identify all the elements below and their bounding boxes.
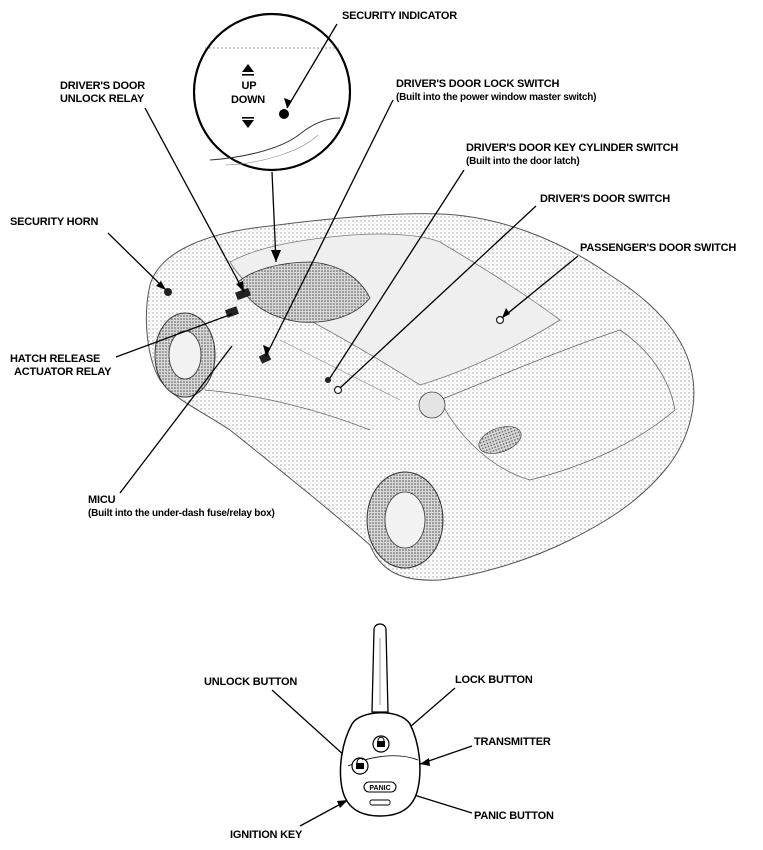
label-transmitter: TRANSMITTER [474, 736, 551, 748]
transmitter-body [339, 712, 421, 817]
leader-inset-to-car [271, 171, 277, 263]
security-indicator-led [279, 109, 289, 119]
label-panic-button: PANIC BUTTON [474, 810, 554, 822]
label-hatch-release-2: ACTUATOR RELAY [14, 366, 112, 378]
leader-security-indicator [286, 23, 338, 109]
unlock-relay-marker [235, 287, 251, 301]
security-indicator-inset [192, 12, 352, 172]
down-arrow-icon [242, 120, 254, 128]
leader-passenger-door-switch [501, 255, 579, 319]
key-cylinder-marker [325, 377, 331, 383]
leader-micu [119, 345, 233, 494]
up-arrow-bar [242, 74, 254, 76]
label-hatch-release-1: HATCH RELEASE [10, 353, 101, 365]
front-left-wheel [154, 312, 216, 398]
label-key-cylinder-switch: DRIVER'S DOOR KEY CYLINDER SWITCH [466, 142, 679, 154]
rear-emblem [418, 391, 446, 419]
label-drivers-door-lock-switch: DRIVER'S DOOR LOCK SWITCH [396, 78, 560, 90]
inset-up-label: UP [241, 80, 257, 92]
car-interior [237, 261, 371, 323]
label-unlock-button: UNLOCK BUTTON [204, 676, 298, 688]
leader-lines [107, 23, 579, 827]
label-lock-button: LOCK BUTTON [455, 674, 533, 686]
key-ring-slot [369, 799, 391, 806]
label-drivers-door-switch: DRIVER'S DOOR SWITCH [540, 193, 671, 205]
leader-unlock-relay [144, 107, 245, 293]
leader-lock-switch [265, 99, 394, 357]
panic-button-icon [363, 781, 397, 793]
label-micu-note: (Built into the under-dash fuse/relay bo… [88, 508, 275, 519]
door-line [279, 339, 401, 401]
label-passengers-door-switch: PASSENGER'S DOOR SWITCH [580, 242, 737, 254]
inset-down-label: DOWN [230, 94, 266, 106]
panic-button-text: PANIC [369, 785, 390, 792]
label-micu: MICU [88, 494, 116, 506]
label-drivers-door-unlock-relay-2: UNLOCK RELAY [60, 93, 144, 105]
passenger-door-switch-marker [495, 315, 505, 325]
label-key-cylinder-switch-note: (Built into the door latch) [466, 156, 580, 167]
label-ignition-key: IGNITION KEY [230, 829, 303, 841]
tail-light [478, 426, 522, 454]
rear-left-wheel [366, 471, 444, 569]
leader-door-switch [339, 205, 537, 389]
car-illustration [145, 213, 695, 581]
door-switch-marker [333, 385, 343, 395]
label-security-horn: SECURITY HORN [10, 216, 99, 228]
up-arrow-icon [242, 64, 254, 72]
leader-security-horn [107, 232, 167, 291]
leader-hatch-release [115, 313, 233, 358]
leader-key-cylinder [329, 169, 465, 379]
label-security-indicator: SECURITY INDICATOR [342, 10, 457, 22]
ignition-key-transmitter: PANIC [339, 623, 421, 817]
down-arrow-bar [242, 117, 254, 119]
lock-switch-marker [258, 352, 272, 364]
label-drivers-door-lock-switch-note: (Built into the power window master swit… [396, 92, 597, 103]
door-line [204, 389, 371, 431]
label-drivers-door-unlock-relay-1: DRIVER'S DOOR [60, 80, 145, 92]
